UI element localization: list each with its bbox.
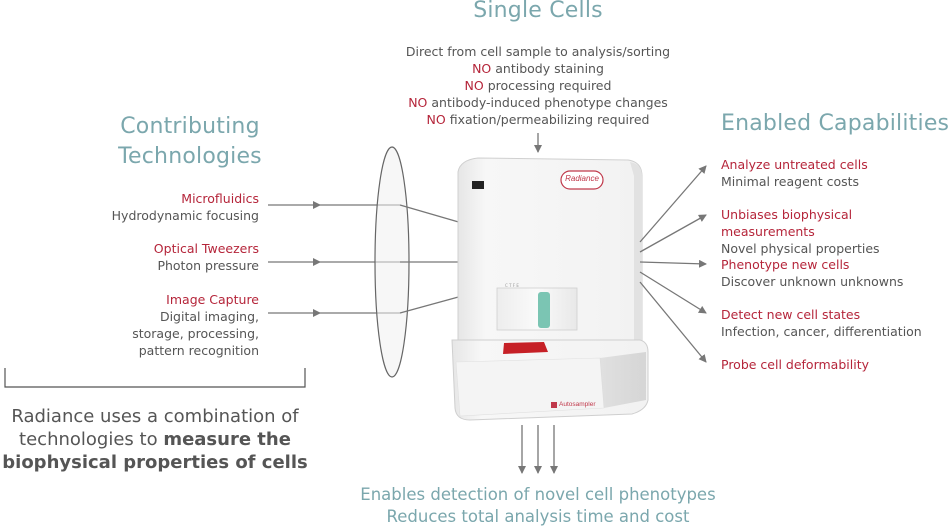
no-flag: NO	[408, 95, 428, 110]
tech-desc: storage, processing,	[132, 326, 259, 341]
summary-text: Radiance uses a combination of technolog…	[0, 405, 310, 474]
no-flag: NO	[472, 61, 492, 76]
bottom-line: Reduces total analysis time and cost	[386, 507, 690, 526]
single-cells-item-text: fixation/permeabilizing required	[445, 112, 650, 127]
summary-line: Radiance uses a combination of	[11, 406, 299, 427]
tech-image-capture: Image Capture Digital imaging, storage, …	[40, 291, 259, 359]
summary-plain: technologies to	[19, 429, 164, 450]
capability-name: Analyze untreated cells	[721, 157, 868, 172]
tech-name: Optical Tweezers	[153, 241, 259, 256]
tech-name: Image Capture	[166, 292, 259, 307]
capability-name: Probe cell deformability	[721, 357, 869, 372]
capability-desc: Minimal reagent costs	[721, 174, 860, 189]
arrow-cap-2	[639, 214, 707, 253]
single-cells-item: NO antibody-induced phenotype changes	[338, 94, 738, 111]
arrow-cap-4	[639, 271, 707, 314]
single-cells-item-text: antibody staining	[491, 61, 604, 76]
tech-desc: Digital imaging,	[159, 309, 259, 324]
contributing-title: Contributing Technologies	[60, 112, 320, 172]
summary-line: technologies to measure the	[0, 428, 310, 451]
svg-text:C T F E: C T F E	[505, 283, 519, 288]
tech-name: Microfluidics	[181, 191, 259, 206]
arrow-cap-5	[639, 281, 707, 363]
capability-name: Detect new cell states	[721, 307, 861, 322]
contributing-title-line: Contributing	[120, 114, 260, 139]
radiance-device: C T F E	[451, 157, 649, 421]
contributing-title-line: Technologies	[118, 144, 262, 169]
bottom-text: Enables detection of novel cell phenotyp…	[288, 484, 788, 528]
capability-item: Unbiases biophysical measurements Novel …	[721, 206, 949, 257]
bottom-line: Enables detection of novel cell phenotyp…	[360, 485, 716, 504]
capability-item: Analyze untreated cells Minimal reagent …	[721, 156, 949, 190]
tech-desc: Photon pressure	[157, 258, 259, 273]
single-cells-item: NO fixation/permeabilizing required	[338, 111, 738, 128]
device-display	[472, 181, 484, 189]
autosampler-slot	[503, 342, 548, 354]
summary-bracket	[4, 368, 306, 388]
tech-desc: pattern recognition	[138, 343, 259, 358]
summary-bold: biophysical properties of cells	[2, 452, 308, 473]
radiance-logo	[560, 170, 604, 190]
no-flag: NO	[426, 112, 446, 127]
single-cells-title: Single Cells	[473, 0, 603, 23]
tech-desc: Hydrodynamic focusing	[111, 208, 259, 223]
tech-microfluidics: Microfluidics Hydrodynamic focusing	[40, 190, 259, 224]
capability-item: Phenotype new cells Discover unknown unk…	[721, 256, 949, 290]
device-window	[496, 287, 578, 331]
capability-name: Unbiases biophysical measurements	[721, 207, 853, 239]
summary-line: biophysical properties of cells	[0, 451, 310, 474]
single-cells-item: NO antibody staining	[338, 60, 738, 77]
single-cells-block: Direct from cell sample to analysis/sort…	[338, 43, 738, 128]
single-cells-intro: Direct from cell sample to analysis/sort…	[405, 44, 671, 59]
capability-item: Probe cell deformability	[721, 356, 949, 373]
autosampler-label: Autosampler	[559, 401, 596, 408]
arrow-cap-1	[639, 165, 707, 243]
capability-name: Phenotype new cells	[721, 257, 850, 272]
single-cells-item: NO processing required	[338, 77, 738, 94]
summary-bold: measure the	[163, 429, 291, 450]
single-cells-item-text: antibody-induced phenotype changes	[427, 95, 668, 110]
capability-desc: Infection, cancer, differentiation	[721, 324, 922, 339]
arrow-cap-3	[639, 259, 707, 268]
no-flag: NO	[464, 78, 484, 93]
tech-optical-tweezers: Optical Tweezers Photon pressure	[40, 240, 259, 274]
device-brand-label: Radiance	[565, 174, 599, 183]
capability-item: Detect new cell states Infection, cancer…	[721, 306, 949, 340]
single-cells-item-text: processing required	[483, 78, 612, 93]
capability-desc: Novel physical properties	[721, 241, 880, 256]
capability-desc: Discover unknown unknowns	[721, 274, 904, 289]
enabled-title: Enabled Capabilities	[721, 111, 950, 136]
